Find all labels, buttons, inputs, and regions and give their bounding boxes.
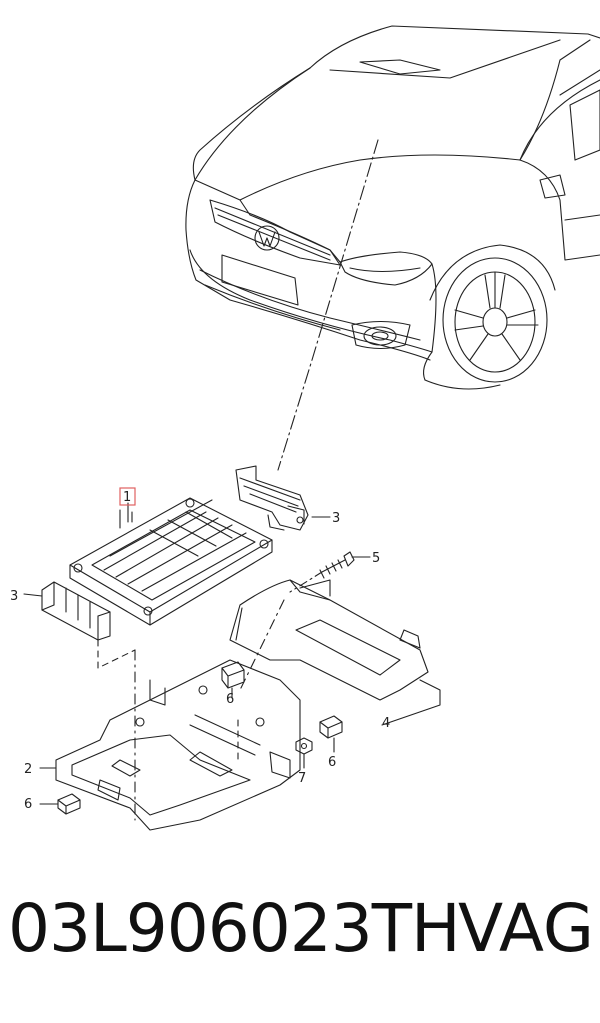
clip-b [319, 715, 343, 739]
callout-1: 1 [123, 490, 131, 505]
base-plate [55, 659, 301, 831]
callout-2: 2 [24, 762, 32, 777]
callout-6-left: 6 [24, 797, 32, 812]
engine-control-module [69, 497, 273, 626]
leader-line [277, 139, 379, 471]
connector-left [41, 581, 111, 641]
clip-a [221, 661, 245, 689]
callout-6-upper: 6 [226, 692, 234, 707]
mounting-bracket [229, 579, 429, 701]
callout-leaders [23, 502, 441, 805]
callout-6-right: 6 [328, 755, 336, 770]
clip-c [57, 793, 81, 815]
callout-1-highlight-box [119, 487, 136, 506]
connector-bracket-upper [235, 465, 309, 531]
part-number: 03L906023TH [8, 890, 461, 967]
callout-3-left: 3 [10, 589, 18, 604]
nut [295, 737, 313, 755]
brand-name: VAG [458, 890, 595, 967]
car-front-illustration [185, 25, 600, 390]
callout-5: 5 [372, 551, 380, 566]
screw [289, 551, 355, 593]
callout-3-right: 3 [332, 511, 340, 526]
callout-7: 7 [298, 771, 306, 786]
exploded-parts-diagram: 1 2 3 3 4 5 6 6 6 7 [10, 25, 600, 831]
callout-4: 4 [382, 716, 390, 731]
